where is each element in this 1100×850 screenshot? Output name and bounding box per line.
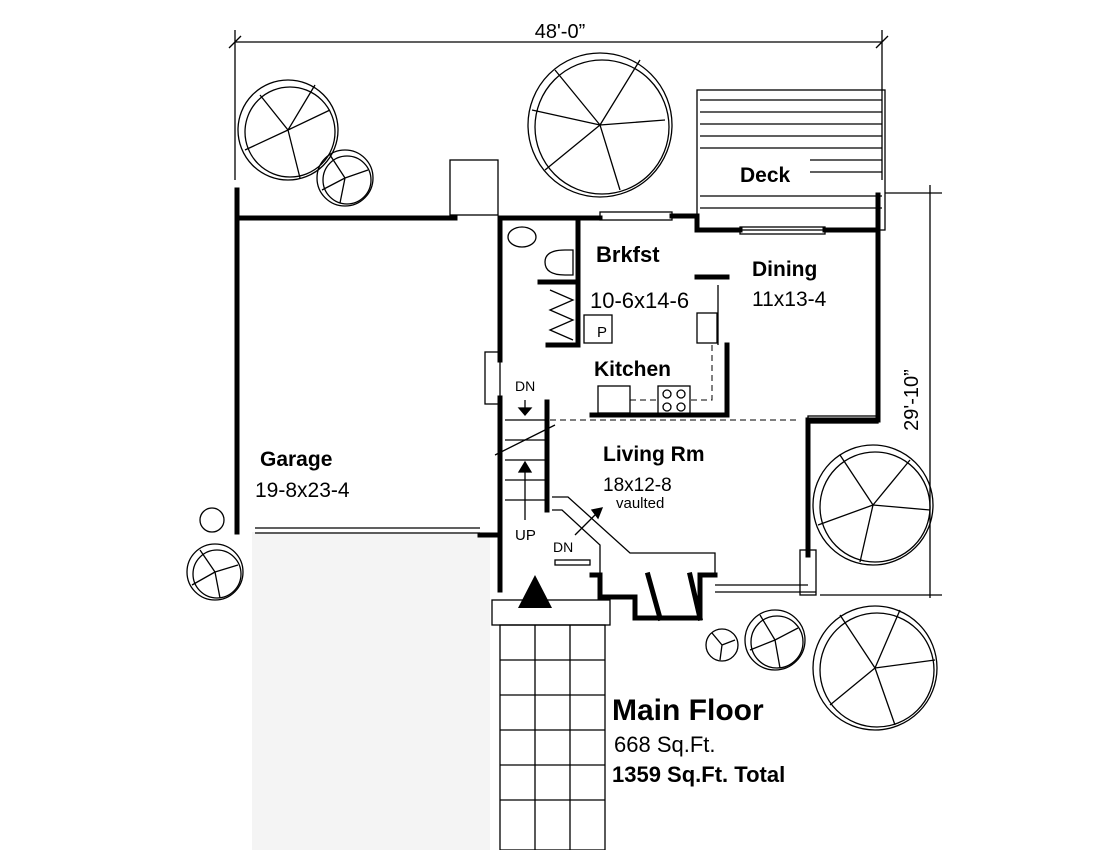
tree-icon [744,609,806,671]
tree-icon [812,605,938,731]
width-dimension: 48'-0” [228,21,889,180]
walkway [491,599,611,850]
windows [255,211,879,596]
laundry-icon [548,289,575,341]
depth-label: 29'-10” [901,369,923,431]
landing [449,159,499,216]
living-room-size: 18x12-8 [603,475,672,496]
floor-area: 668 Sq.Ft. [614,732,716,757]
pantry-label: P [597,324,607,341]
tree-icon [237,79,339,181]
tree-icon [186,543,244,601]
shrub-icon [199,507,225,533]
entry-arrow-icon [518,575,552,608]
tree-icon [316,149,374,207]
sink-icon [507,226,537,248]
driveway [252,532,490,850]
fixtures [507,226,800,421]
toilet-icon [544,249,574,276]
staircase [494,400,716,575]
garage-size: 19-8x23-4 [255,479,350,502]
depth-dimension: 29'-10” [820,185,942,598]
deck: Deck [696,89,886,231]
total-area: 1359 Sq.Ft. Total [612,762,785,787]
living-room-label: Living Rm [603,443,705,466]
stairs-down-label: DN [515,378,535,394]
tree-icons [186,52,938,731]
kitchen-label: Kitchen [594,358,671,381]
breakfast-label: Brkfst [596,242,660,267]
garage-label: Garage [260,448,332,471]
walls [234,187,881,622]
stove-icon [657,385,691,415]
plan-title: Main Floor [612,694,764,727]
entry-down-label: DN [553,539,573,555]
tree-icon [527,52,673,198]
deck-label: Deck [740,164,791,187]
refrigerator-icon [696,312,718,344]
tree-icon [705,628,739,662]
breakfast-size: 10-6x14-6 [590,288,689,313]
living-room-note: vaulted [616,495,664,512]
dining-label: Dining [752,258,817,281]
dining-size: 11x13-4 [752,288,827,311]
stairs-up-label: UP [515,527,536,544]
width-label: 48'-0” [535,21,586,43]
tree-icon [812,444,934,566]
pantry [583,314,613,344]
